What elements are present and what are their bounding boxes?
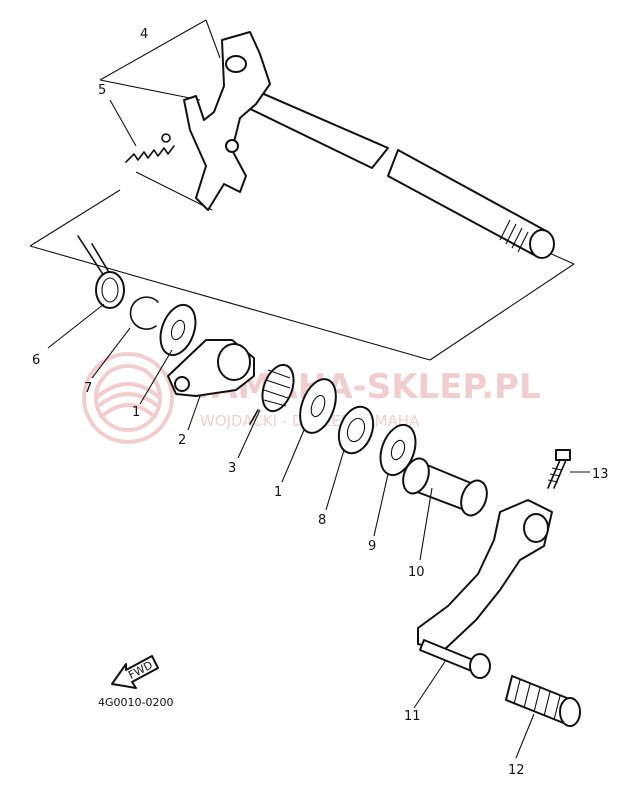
callout-label: 12 <box>508 763 525 778</box>
callout-label: 8 <box>318 513 326 528</box>
fwd-arrow-icon: FWD <box>111 655 159 689</box>
callout-label: 1 <box>132 405 140 420</box>
washer-lower <box>299 378 337 434</box>
collar <box>402 457 488 517</box>
shift-shaft <box>183 31 555 259</box>
return-spring <box>249 363 295 425</box>
shift-pedal <box>417 499 553 679</box>
callout-label: 4 <box>140 27 148 42</box>
callout-numbers: 4 5 6 7 1 2 3 1 8 9 10 13 11 12 <box>32 27 609 778</box>
callout-label: 10 <box>408 565 425 580</box>
callout-label: 1 <box>274 485 282 500</box>
callout-4-bracket <box>99 19 221 101</box>
leader-lines <box>47 99 590 759</box>
pedal-rubber <box>505 675 581 727</box>
callout-label: 3 <box>228 461 236 476</box>
small-spring <box>125 133 175 163</box>
oil-seal <box>337 405 375 455</box>
part-code: 4G0010-0200 <box>98 696 173 709</box>
circlip <box>129 296 159 330</box>
callout-label: 9 <box>368 539 376 554</box>
shift-lever <box>167 339 255 397</box>
callout-label: 7 <box>84 381 92 396</box>
torsion-spring <box>77 235 125 309</box>
callout-label: 13 <box>592 467 609 482</box>
watermark-logo-icon <box>82 352 174 444</box>
callout-label: 6 <box>32 353 40 368</box>
washer-9 <box>379 423 417 477</box>
callout-label: 2 <box>178 433 186 448</box>
callout-label: 11 <box>404 709 421 724</box>
assembly-outline <box>29 171 575 361</box>
callout-label: 5 <box>98 83 106 98</box>
bolt <box>547 449 571 489</box>
